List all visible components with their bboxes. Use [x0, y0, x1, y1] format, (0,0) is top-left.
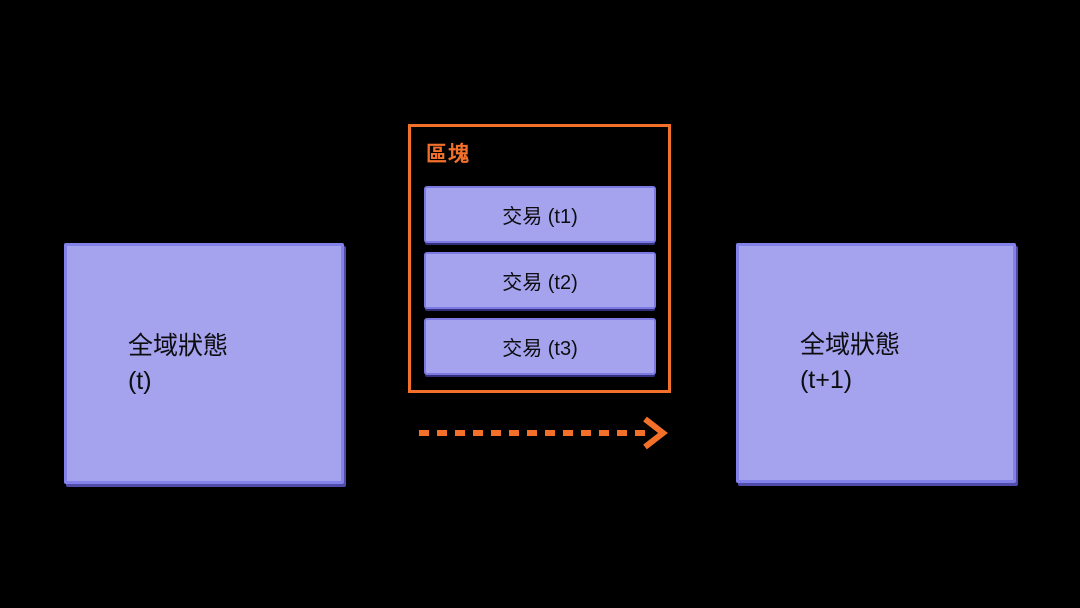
transaction-box: 交易 (t3)	[424, 318, 656, 375]
block-label: 區塊	[426, 143, 470, 166]
transaction-label: 交易 (t1)	[502, 206, 578, 228]
global-state-t-box: 全域狀態 (t)	[64, 243, 344, 484]
state-subtitle: (t)	[127, 366, 152, 395]
block-container: 區塊 交易 (t1) 交易 (t2) 交易 (t3)	[408, 124, 671, 393]
transaction-box: 交易 (t2)	[424, 252, 656, 309]
state-title: 全域狀態	[799, 331, 900, 359]
state-subtitle: (t+1)	[799, 366, 853, 394]
transaction-label: 交易 (t2)	[502, 272, 578, 294]
global-state-t-plus-1-box: 全域狀態 (t+1)	[736, 243, 1016, 483]
global-state-t-plus-1-label: 全域狀態 (t+1)	[800, 328, 900, 398]
global-state-t-label: 全域狀態 (t)	[128, 329, 228, 399]
transaction-label: 交易 (t3)	[502, 338, 578, 360]
state-transition-arrow-icon	[419, 416, 668, 450]
state-title: 全域狀態	[127, 331, 228, 360]
transaction-box: 交易 (t1)	[424, 186, 656, 243]
